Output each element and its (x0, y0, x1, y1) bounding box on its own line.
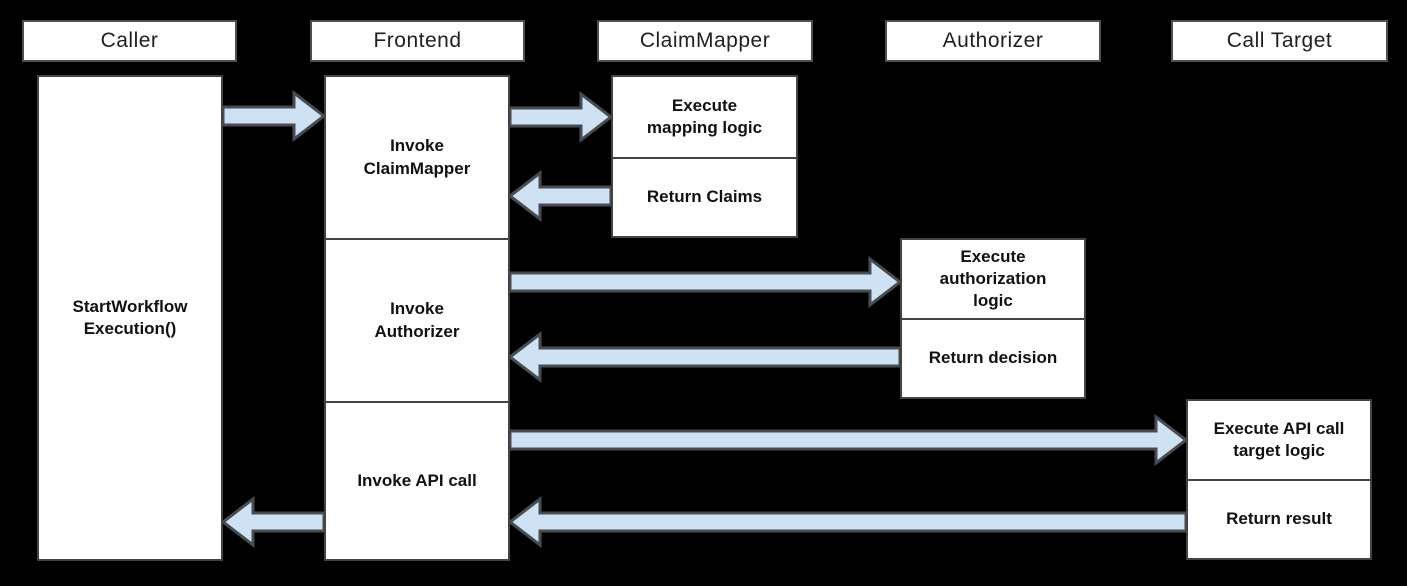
frontend-invoke-api-call-box: Invoke API call (324, 401, 510, 561)
arrow-claimmapper-return-to-frontend (507, 169, 613, 223)
authorizer-execute-box: Execute authorization logic (900, 238, 1086, 320)
calltarget-return-box: Return result (1186, 479, 1372, 560)
arrow-frontend-return-to-caller (220, 495, 326, 549)
frontend-invoke-claimmapper-box: Invoke ClaimMapper (324, 75, 510, 240)
lane-header-claimmapper-label: ClaimMapper (639, 29, 771, 52)
arrow-caller-to-frontend (221, 89, 327, 143)
lane-header-caller: Caller (22, 20, 237, 62)
lane-header-calltarget-label: Call Target (1226, 29, 1333, 52)
arrow-authorizer-return-to-frontend (507, 330, 902, 384)
calltarget-execute-box: Execute API call target logic (1186, 399, 1372, 481)
frontend-invoke-authorizer-label: Invoke Authorizer (374, 299, 460, 341)
lane-header-authorizer-label: Authorizer (942, 29, 1044, 52)
arrow-frontend-to-calltarget (508, 413, 1189, 467)
lane-header-frontend: Frontend (310, 20, 525, 62)
calltarget-execute-label: Execute API call target logic (1213, 418, 1345, 460)
authorizer-return-box: Return decision (900, 318, 1086, 399)
lane-header-calltarget: Call Target (1171, 20, 1388, 62)
caller-activation-label: StartWorkflow Execution() (72, 296, 188, 338)
authorizer-execute-label: Execute authorization logic (939, 246, 1047, 311)
claimmapper-execute-box: Execute mapping logic (611, 75, 798, 159)
lane-header-caller-label: Caller (100, 29, 159, 52)
arrow-frontend-to-claimmapper (508, 90, 614, 144)
claimmapper-execute-label: Execute mapping logic (646, 95, 763, 137)
authorizer-return-label: Return decision (928, 348, 1058, 368)
arrow-calltarget-return-to-frontend (507, 495, 1188, 549)
frontend-invoke-api-call-label: Invoke API call (357, 470, 477, 490)
frontend-invoke-claimmapper-label: Invoke ClaimMapper (363, 136, 471, 178)
claimmapper-return-box: Return Claims (611, 157, 798, 238)
lane-header-authorizer: Authorizer (885, 20, 1101, 62)
frontend-invoke-authorizer-box: Invoke Authorizer (324, 238, 510, 403)
caller-activation-box: StartWorkflow Execution() (37, 75, 223, 561)
arrow-frontend-to-authorizer (508, 255, 903, 309)
lane-header-claimmapper: ClaimMapper (597, 20, 813, 62)
calltarget-return-label: Return result (1226, 509, 1332, 529)
lane-header-frontend-label: Frontend (373, 29, 462, 52)
claimmapper-return-label: Return Claims (646, 187, 763, 207)
